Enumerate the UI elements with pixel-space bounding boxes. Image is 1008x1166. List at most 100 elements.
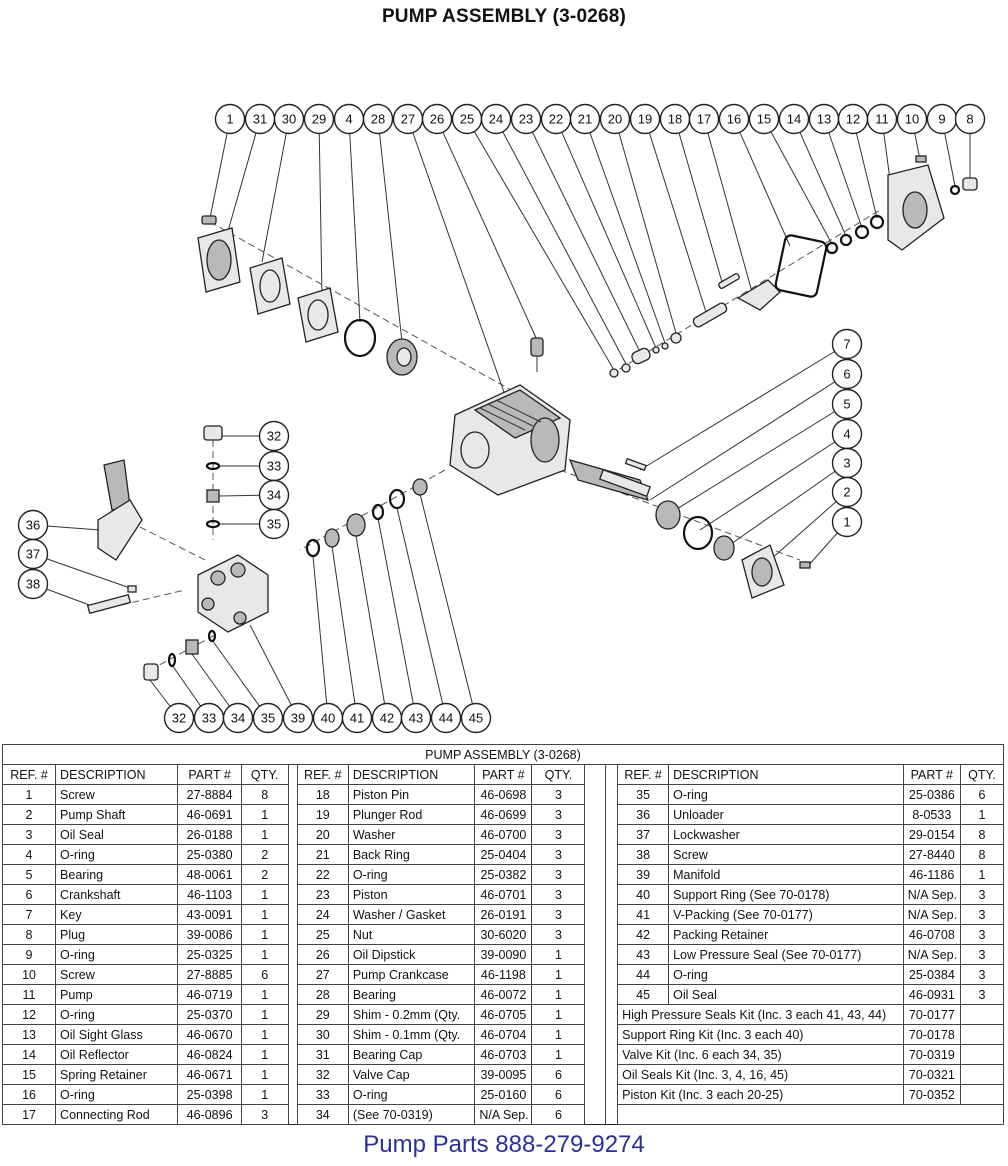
- col-header-description-3: DESCRIPTION: [668, 764, 904, 785]
- part-number-cell: 25-0404: [474, 844, 533, 865]
- ref-cell: 11: [1, 984, 57, 1005]
- callout-right-3: 3: [831, 447, 863, 479]
- column-gap: [604, 964, 619, 985]
- ref-cell: 3: [1, 824, 57, 845]
- callout-top-17: 17: [688, 103, 720, 135]
- part-number-cell: 46-0931: [902, 984, 961, 1005]
- col-header-ref-3: REF. #: [617, 764, 670, 785]
- callout-bottom-34: 34: [222, 702, 254, 734]
- callout-circle: [163, 702, 195, 734]
- description-cell: Screw: [55, 964, 179, 985]
- ref-cell: 17: [1, 1104, 57, 1125]
- callout-number: 15: [757, 112, 771, 127]
- kit-part-number-cell: 70-0321: [902, 1064, 961, 1085]
- callout-number: 42: [380, 711, 394, 726]
- parts-table: PUMP ASSEMBLY (3-0268) REF. # DESCRIPTIO…: [1, 744, 1005, 1125]
- column-gap: [287, 944, 298, 965]
- callout-number: 43: [409, 711, 423, 726]
- part-number-cell: N/A Sep.: [902, 904, 961, 925]
- description-cell: Oil Reflector: [55, 1044, 179, 1065]
- description-cell: Nut: [347, 924, 476, 945]
- part-number-cell: 39-0086: [177, 924, 242, 945]
- callout-number: 1: [843, 515, 850, 530]
- kit-description-cell: Support Ring Kit (Inc. 3 each 40): [617, 1024, 904, 1045]
- ref-cell: 25: [296, 924, 349, 945]
- footer-phone: Pump Parts 888-279-9274: [363, 1131, 645, 1158]
- column-gap: [584, 984, 606, 1005]
- qty-cell: 1: [531, 944, 586, 965]
- callout-number: 12: [846, 112, 860, 127]
- callout-circle: [866, 103, 898, 135]
- column-gap: [584, 884, 606, 905]
- v-packing-drawing: [324, 528, 340, 548]
- description-cell: Crankshaft: [55, 884, 179, 905]
- ref-cell: 41: [617, 904, 670, 925]
- column-gap: [287, 984, 298, 1005]
- description-cell: Key: [55, 904, 179, 925]
- callout-mid-34: 34: [258, 479, 290, 511]
- washer-drawing-2: [839, 233, 853, 247]
- leader-line: [32, 553, 131, 589]
- manifold-drawing: [197, 554, 269, 633]
- qty-cell: 6: [531, 1084, 586, 1105]
- column-gap: [604, 864, 619, 885]
- callout-number: 4: [345, 112, 352, 127]
- part-number-cell: 46-0824: [177, 1044, 242, 1065]
- callout-top-29: 29: [303, 103, 335, 135]
- column-gap: [287, 884, 298, 905]
- ref-cell: 9: [1, 944, 57, 965]
- callout-circle: [430, 702, 462, 734]
- callout-number: 10: [905, 112, 919, 127]
- leader-line: [209, 118, 231, 219]
- column-gap: [287, 1024, 298, 1045]
- callout-circle: [718, 103, 750, 135]
- callout-top-9: 9: [926, 103, 958, 135]
- part-number-cell: 25-0398: [177, 1084, 242, 1105]
- callout-number: 32: [172, 711, 186, 726]
- callout-circle: [831, 328, 863, 360]
- callout-number: 38: [26, 577, 40, 592]
- ref-cell: 5: [1, 864, 57, 885]
- col-header-qty-3: QTY.: [959, 764, 1005, 785]
- qty-cell: 2: [240, 864, 289, 885]
- callout-number: 13: [817, 112, 831, 127]
- low-pressure-seal-drawing: [371, 503, 385, 521]
- table-caption-row: PUMP ASSEMBLY (3-0268): [2, 744, 1004, 765]
- leader-line: [727, 462, 848, 547]
- leader-line: [348, 118, 361, 323]
- leader-line: [211, 639, 269, 719]
- column-gap: [604, 844, 619, 865]
- col-header-description-2: DESCRIPTION: [347, 764, 476, 785]
- callout-top-28: 28: [362, 103, 394, 135]
- callout-bottom-44: 44: [430, 702, 462, 734]
- kit-part-number-cell: 70-0177: [902, 1004, 961, 1025]
- rear-cover-drawing: [887, 164, 945, 251]
- callout-number: 40: [321, 711, 335, 726]
- column-gap: [584, 1024, 606, 1045]
- column-gap: [584, 1064, 606, 1085]
- callout-top-24: 24: [480, 103, 512, 135]
- callout-top-25: 25: [451, 103, 483, 135]
- callout-number: 37: [26, 547, 40, 562]
- callout-number: 28: [371, 112, 385, 127]
- bearing-drawing-2: [655, 500, 681, 530]
- ref-cell: 22: [296, 864, 349, 885]
- leader-line: [318, 118, 323, 297]
- part-number-cell: 46-0896: [177, 1104, 242, 1125]
- part-number-cell: 25-0380: [177, 844, 242, 865]
- description-cell: Packing Retainer: [668, 924, 904, 945]
- description-cell: Connecting Rod: [55, 1104, 179, 1125]
- description-cell: O-ring: [55, 1004, 179, 1025]
- empty-cell: [617, 1104, 1004, 1125]
- description-cell: (See 70-0319): [347, 1104, 476, 1125]
- callout-number: 14: [787, 112, 801, 127]
- part-number-cell: 46-0701: [474, 884, 533, 905]
- callout-number: 44: [439, 711, 453, 726]
- description-cell: Washer / Gasket: [347, 904, 476, 925]
- ref-cell: 35: [617, 784, 670, 805]
- packing-retainer-drawing: [346, 513, 366, 537]
- callout-number: 29: [312, 112, 326, 127]
